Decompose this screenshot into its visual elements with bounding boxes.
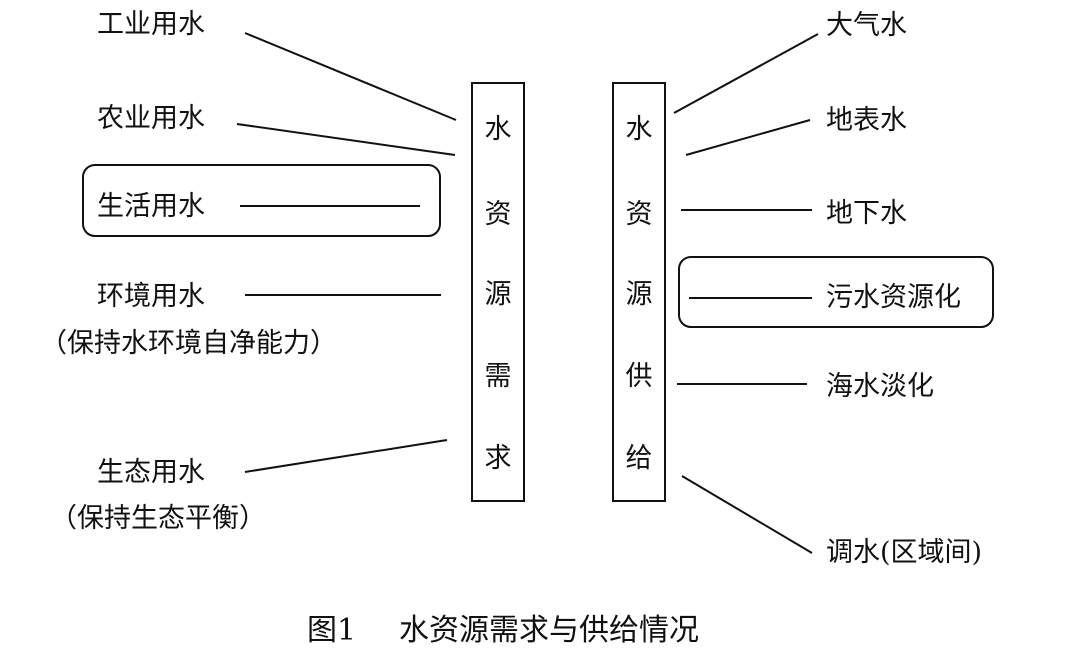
supply-label-desalination: 海水淡化	[826, 371, 934, 402]
figure-number: 图1	[307, 613, 356, 648]
supply-label-atmospheric-water: 大气水	[826, 10, 907, 41]
supply-box-char: 资	[626, 199, 653, 230]
supply-label-wastewater-reuse: 污水资源化	[826, 282, 961, 313]
figure-caption: 水资源需求与供给情况	[399, 613, 699, 648]
demand-box-char: 资	[485, 199, 512, 230]
connector-water-transfer	[681, 475, 813, 554]
supply-box-char: 给	[626, 443, 653, 474]
demand-box	[471, 82, 525, 502]
supply-box	[612, 82, 666, 502]
supply-label-groundwater: 地下水	[826, 198, 907, 229]
demand-label-environmental-water: 环境用水	[97, 281, 205, 312]
demand-label-industrial-water: 工业用水	[97, 9, 205, 40]
highlight-frame-domestic-water	[82, 164, 441, 237]
demand-note-ecological-water: （保持生态平衡）	[50, 503, 266, 534]
demand-label-domestic-water: 生活用水	[97, 191, 205, 222]
demand-note-environmental-water: （保持水环境自净能力）	[40, 328, 337, 359]
connector-ecological-water	[244, 439, 448, 473]
supply-box-char: 水	[626, 114, 653, 145]
demand-box-char: 源	[485, 279, 512, 310]
connector-surface-water	[685, 119, 811, 156]
demand-box-char: 需	[485, 361, 512, 392]
connector-agricultural-water	[236, 123, 456, 156]
demand-box-char: 求	[485, 443, 512, 474]
demand-label-agricultural-water: 农业用水	[97, 103, 205, 134]
demand-box-char: 水	[485, 114, 512, 145]
highlight-frame-wastewater-reuse	[678, 256, 994, 328]
supply-box-char: 源	[626, 279, 653, 310]
supply-label-water-transfer: 调水(区域间)	[826, 537, 982, 568]
supply-label-surface-water: 地表水	[826, 105, 907, 136]
connector-atmospheric-water	[673, 33, 819, 114]
connector-industrial-water	[244, 32, 457, 121]
supply-box-char: 供	[626, 361, 653, 392]
demand-label-ecological-water: 生态用水	[97, 457, 205, 488]
